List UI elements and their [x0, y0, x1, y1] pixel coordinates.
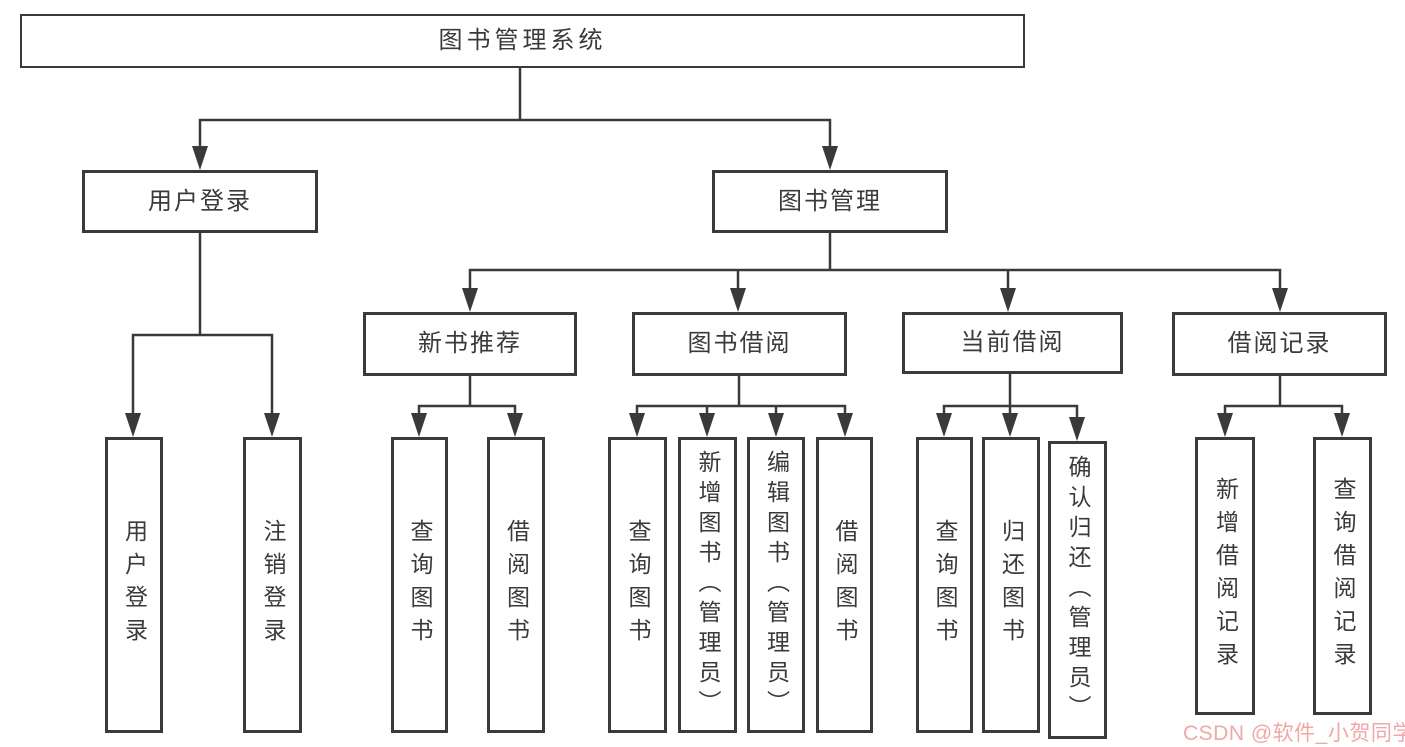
node-borrowing-records: 借阅记录 [1172, 312, 1387, 376]
node-new-book-recommend: 新书推荐 [363, 312, 577, 376]
leaf-query-books-current: 查询图书 [916, 437, 973, 733]
leaf-return-books: 归还图书 [982, 437, 1040, 733]
leaf-query-books-borrow: 查询图书 [608, 437, 667, 733]
node-book-management: 图书管理 [712, 170, 948, 233]
leaf-logout-login-label: 注销登录 [260, 519, 286, 651]
leaf-borrow-books-borrow-label: 借阅图书 [832, 519, 858, 651]
leaf-user-login: 用户登录 [105, 437, 163, 733]
leaf-return-books-label: 归还图书 [998, 519, 1025, 651]
leaf-query-borrow-record-label: 查询借阅记录 [1330, 477, 1356, 675]
node-system-label: 图书管理系统 [438, 27, 607, 54]
node-user-login: 用户登录 [82, 170, 318, 233]
leaf-query-books-recommend: 查询图书 [391, 437, 448, 733]
node-book-borrowing-label: 图书借阅 [687, 330, 792, 357]
leaf-add-borrow-record-label: 新增借阅记录 [1212, 477, 1239, 675]
node-system: 图书管理系统 [20, 14, 1025, 68]
node-current-borrowing: 当前借阅 [902, 312, 1123, 374]
leaf-user-login-label: 用户登录 [121, 519, 148, 651]
csdn-watermark: CSDN @软件_小贺同学 [1183, 722, 1405, 745]
leaf-confirm-return-admin: 确认归还（管理员） [1048, 441, 1107, 739]
node-book-borrowing: 图书借阅 [632, 312, 847, 376]
node-new-book-recommend-label: 新书推荐 [418, 330, 522, 357]
leaf-logout-login: 注销登录 [243, 437, 302, 733]
leaf-confirm-return-admin-label: 确认归还（管理员） [1065, 455, 1091, 725]
node-current-borrowing-label: 当前借阅 [960, 329, 1065, 356]
leaf-query-books-borrow-label: 查询图书 [625, 519, 651, 651]
leaf-borrow-books-recommend: 借阅图书 [487, 437, 545, 733]
leaf-borrow-books-borrow: 借阅图书 [816, 437, 873, 733]
leaf-query-borrow-record: 查询借阅记录 [1313, 437, 1372, 715]
leaf-edit-book-admin-label: 编辑图书（管理员） [763, 450, 790, 720]
node-book-management-label: 图书管理 [778, 187, 882, 215]
leaf-query-books-current-label: 查询图书 [932, 519, 958, 651]
leaf-add-book-admin: 新增图书（管理员） [678, 437, 737, 733]
node-user-login-label: 用户登录 [148, 187, 252, 215]
arrowheads [125, 146, 1350, 441]
node-borrowing-records-label: 借阅记录 [1227, 330, 1332, 357]
leaf-add-borrow-record: 新增借阅记录 [1195, 437, 1255, 715]
leaf-add-book-admin-label: 新增图书（管理员） [695, 450, 721, 720]
leaf-query-books-recommend-label: 查询图书 [407, 519, 433, 651]
leaf-borrow-books-recommend-label: 借阅图书 [503, 519, 530, 651]
leaf-edit-book-admin: 编辑图书（管理员） [747, 437, 805, 733]
